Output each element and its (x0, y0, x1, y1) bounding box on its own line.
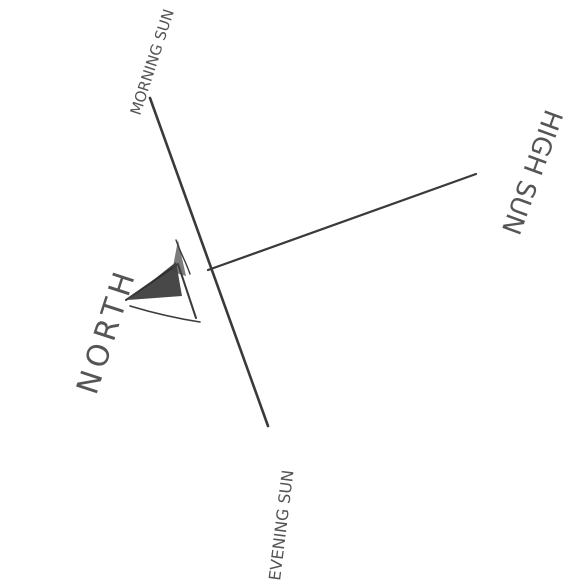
high-sun-axis (206, 172, 478, 272)
high-sun-label: HIGH SUN (495, 106, 568, 239)
morning-evening-axis (148, 96, 270, 428)
north-label: NORTH (70, 263, 144, 398)
north-arrow-icon (125, 239, 201, 323)
evening-sun-label: EVENING SUN (265, 469, 297, 582)
